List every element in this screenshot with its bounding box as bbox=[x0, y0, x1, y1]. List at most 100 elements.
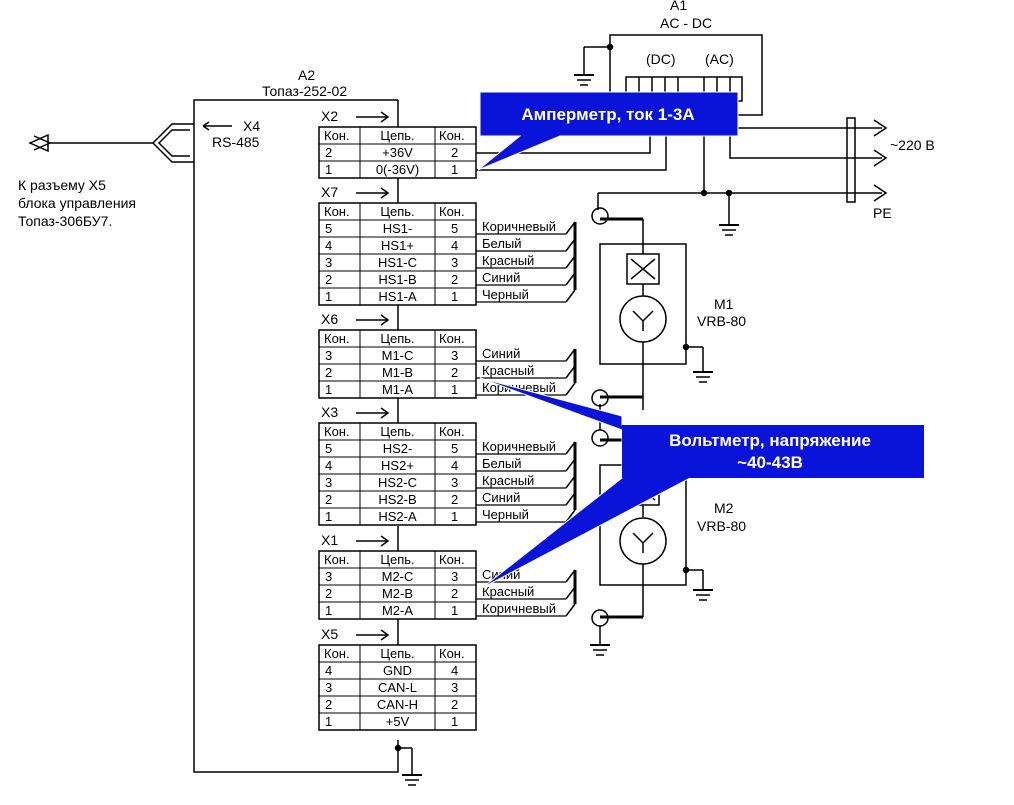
table-cell-circuit: M1-B bbox=[382, 365, 413, 380]
table-cell-pin-right: 2 bbox=[451, 365, 458, 380]
table-cell-pin-right: 5 bbox=[451, 221, 458, 236]
table-cell-circuit: HS2-C bbox=[378, 475, 417, 490]
voltmeter-callout-box bbox=[479, 377, 925, 589]
table-cell-pin-left: 1 bbox=[325, 714, 332, 729]
table-cell-pin-right: 2 bbox=[451, 145, 458, 160]
voltmeter-callout-line-2: ~40-43В bbox=[737, 453, 803, 472]
table-cell-pin-left: 1 bbox=[325, 382, 332, 397]
table-cell-circuit: HS2-B bbox=[378, 492, 416, 507]
wire-color-label: Коричневый bbox=[482, 439, 556, 454]
table-cell-circuit: CAN-L bbox=[378, 680, 417, 695]
wire-color-label: Синий bbox=[482, 270, 520, 285]
ammeter-callout-box bbox=[477, 91, 739, 171]
connector-ref: X6 bbox=[321, 311, 338, 327]
a1-name: AC - DC bbox=[660, 15, 712, 31]
table-header-cell: Цепь. bbox=[380, 552, 414, 567]
wire-color-label: Черный bbox=[482, 507, 529, 522]
wire-color-label: Белый bbox=[482, 236, 522, 251]
m2-model: VRB-80 bbox=[697, 518, 746, 534]
table-cell-pin-left: 3 bbox=[325, 569, 332, 584]
table-cell-pin-left: 5 bbox=[325, 441, 332, 456]
table-cell-pin-right: 1 bbox=[451, 289, 458, 304]
wire-color-label: Красный bbox=[482, 473, 534, 488]
table-cell-pin-left: 4 bbox=[325, 238, 332, 253]
connector-ref: X7 bbox=[321, 184, 338, 200]
table-cell-circuit: +5V bbox=[386, 714, 410, 729]
table-cell-pin-right: 1 bbox=[451, 382, 458, 397]
a2-ref: A2 bbox=[298, 67, 315, 83]
table-cell-pin-right: 5 bbox=[451, 441, 458, 456]
table-cell-pin-right: 4 bbox=[451, 663, 458, 678]
left-note-line-2: блока управления bbox=[18, 195, 136, 211]
table-cell-pin-left: 2 bbox=[325, 697, 332, 712]
left-note-line-3: Топаз-306БУ7. bbox=[18, 213, 112, 229]
wire-color-label: Красный bbox=[482, 253, 534, 268]
table-cell-pin-left: 4 bbox=[325, 663, 332, 678]
table-cell-pin-right: 2 bbox=[451, 272, 458, 287]
table-cell-pin-left: 2 bbox=[325, 365, 332, 380]
table-cell-pin-left: 2 bbox=[325, 492, 332, 507]
table-cell-pin-left: 1 bbox=[325, 603, 332, 618]
a1-ac-label: (AC) bbox=[705, 51, 734, 67]
wire-color-label: Синий bbox=[482, 490, 520, 505]
table-header-cell: Кон. bbox=[324, 128, 350, 143]
table-cell-pin-left: 3 bbox=[325, 680, 332, 695]
connector-ref: X5 bbox=[321, 626, 338, 642]
table-cell-circuit: HS2- bbox=[383, 441, 413, 456]
table-cell-pin-right: 2 bbox=[451, 586, 458, 601]
table-cell-circuit: HS1-C bbox=[378, 255, 417, 270]
table-cell-pin-right: 1 bbox=[451, 509, 458, 524]
table-cell-circuit: +36V bbox=[382, 145, 413, 160]
wire-color-label: Коричневый bbox=[482, 601, 556, 616]
a1-dc-label: (DC) bbox=[646, 51, 676, 67]
table-cell-circuit: GND bbox=[383, 663, 412, 678]
table-cell-circuit: 0(-36V) bbox=[376, 162, 419, 177]
x4-ref: X4 bbox=[243, 118, 260, 134]
table-cell-circuit: HS2-A bbox=[378, 509, 417, 524]
table-cell-pin-right: 1 bbox=[451, 162, 458, 177]
table-header-cell: Кон. bbox=[439, 128, 465, 143]
wire-color-label: Синий bbox=[482, 346, 520, 361]
table-header-cell: Цепь. bbox=[380, 128, 414, 143]
wire-color-label: Черный bbox=[482, 287, 529, 302]
table-cell-pin-left: 3 bbox=[325, 348, 332, 363]
table-cell-pin-left: 2 bbox=[325, 272, 332, 287]
table-cell-circuit: HS1-B bbox=[378, 272, 416, 287]
a2-name: Топаз-252-02 bbox=[262, 83, 347, 99]
table-header-cell: Цепь. bbox=[380, 331, 414, 346]
table-header-cell: Кон. bbox=[439, 424, 465, 439]
x4-name: RS-485 bbox=[212, 134, 260, 150]
table-cell-circuit: HS1+ bbox=[381, 238, 414, 253]
table-cell-pin-left: 3 bbox=[325, 475, 332, 490]
table-cell-pin-right: 4 bbox=[451, 458, 458, 473]
table-header-cell: Кон. bbox=[324, 204, 350, 219]
connector-ref: X1 bbox=[321, 532, 338, 548]
table-cell-pin-left: 5 bbox=[325, 221, 332, 236]
m1-ref: M1 bbox=[714, 296, 734, 312]
table-cell-circuit: M2-A bbox=[382, 603, 413, 618]
table-header-cell: Кон. bbox=[439, 646, 465, 661]
table-cell-pin-right: 3 bbox=[451, 348, 458, 363]
table-header-cell: Кон. bbox=[324, 552, 350, 567]
table-cell-pin-left: 2 bbox=[325, 145, 332, 160]
wire-color-label: Красный bbox=[482, 363, 534, 378]
table-cell-circuit: M1-A bbox=[382, 382, 413, 397]
table-cell-pin-left: 2 bbox=[325, 586, 332, 601]
table-cell-circuit: M1-C bbox=[382, 348, 414, 363]
table-cell-pin-left: 3 bbox=[325, 255, 332, 270]
ammeter-callout-text: Амперметр, ток 1-3А bbox=[521, 105, 694, 124]
table-header-cell: Кон. bbox=[439, 552, 465, 567]
table-header-cell: Кон. bbox=[324, 646, 350, 661]
connector-ref: X3 bbox=[321, 404, 338, 420]
table-header-cell: Цепь. bbox=[380, 646, 414, 661]
table-cell-circuit: M2-C bbox=[382, 569, 414, 584]
table-header-cell: Кон. bbox=[324, 424, 350, 439]
table-cell-circuit: HS1-A bbox=[378, 289, 417, 304]
table-cell-pin-right: 4 bbox=[451, 238, 458, 253]
table-header-cell: Кон. bbox=[439, 204, 465, 219]
